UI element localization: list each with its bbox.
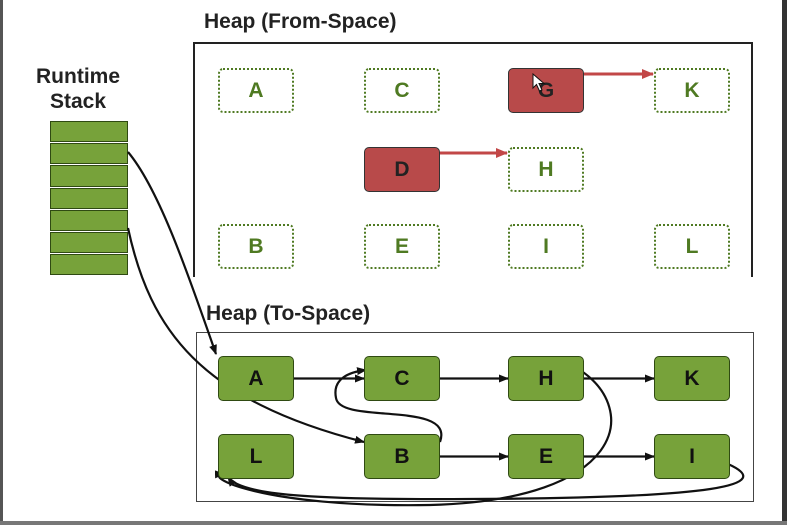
stack-frame <box>50 209 128 231</box>
to-space-node-i: I <box>654 434 730 479</box>
from-space-node-h: H <box>508 147 584 192</box>
from-space-node-l: L <box>654 224 730 269</box>
from-space-node-d: D <box>364 147 440 192</box>
to-edge-i-l <box>227 462 745 501</box>
from-space-node-e: E <box>364 224 440 269</box>
stack-frame <box>50 254 128 276</box>
to-space-node-e: E <box>508 434 584 479</box>
from-space-node-g: G <box>508 68 584 113</box>
to-space-node-a: A <box>218 356 294 401</box>
stack-frame <box>50 231 128 254</box>
to-space-node-k: K <box>654 356 730 401</box>
from-space-title: Heap (From-Space) <box>204 10 397 33</box>
from-space-node-a: A <box>218 68 294 113</box>
to-space-node-c: C <box>364 356 440 401</box>
stack-frame <box>50 187 128 209</box>
to-edge-b-c <box>334 367 443 443</box>
from-space-node-c: C <box>364 68 440 113</box>
from-space-node-k: K <box>654 68 730 113</box>
runtime-stack-title: Runtime Stack <box>36 65 120 113</box>
from-space-node-i: I <box>508 224 584 269</box>
stack-root-edge-b <box>126 227 365 444</box>
runtime-stack <box>50 121 128 277</box>
right-window-edge <box>782 0 787 525</box>
left-window-edge <box>0 0 3 525</box>
from-space-node-b: B <box>218 224 294 269</box>
mouse-cursor-icon <box>532 73 546 92</box>
bottom-window-edge <box>0 521 787 525</box>
stack-frame <box>50 143 128 165</box>
to-space-node-l: L <box>218 434 294 479</box>
to-space-node-h: H <box>508 356 584 401</box>
stack-frame <box>50 121 128 143</box>
stack-root-edge-a <box>127 151 218 355</box>
from-space-panel <box>193 42 753 277</box>
to-space-node-b: B <box>364 434 440 479</box>
stack-frame <box>50 165 128 187</box>
to-space-title: Heap (To-Space) <box>206 302 371 325</box>
